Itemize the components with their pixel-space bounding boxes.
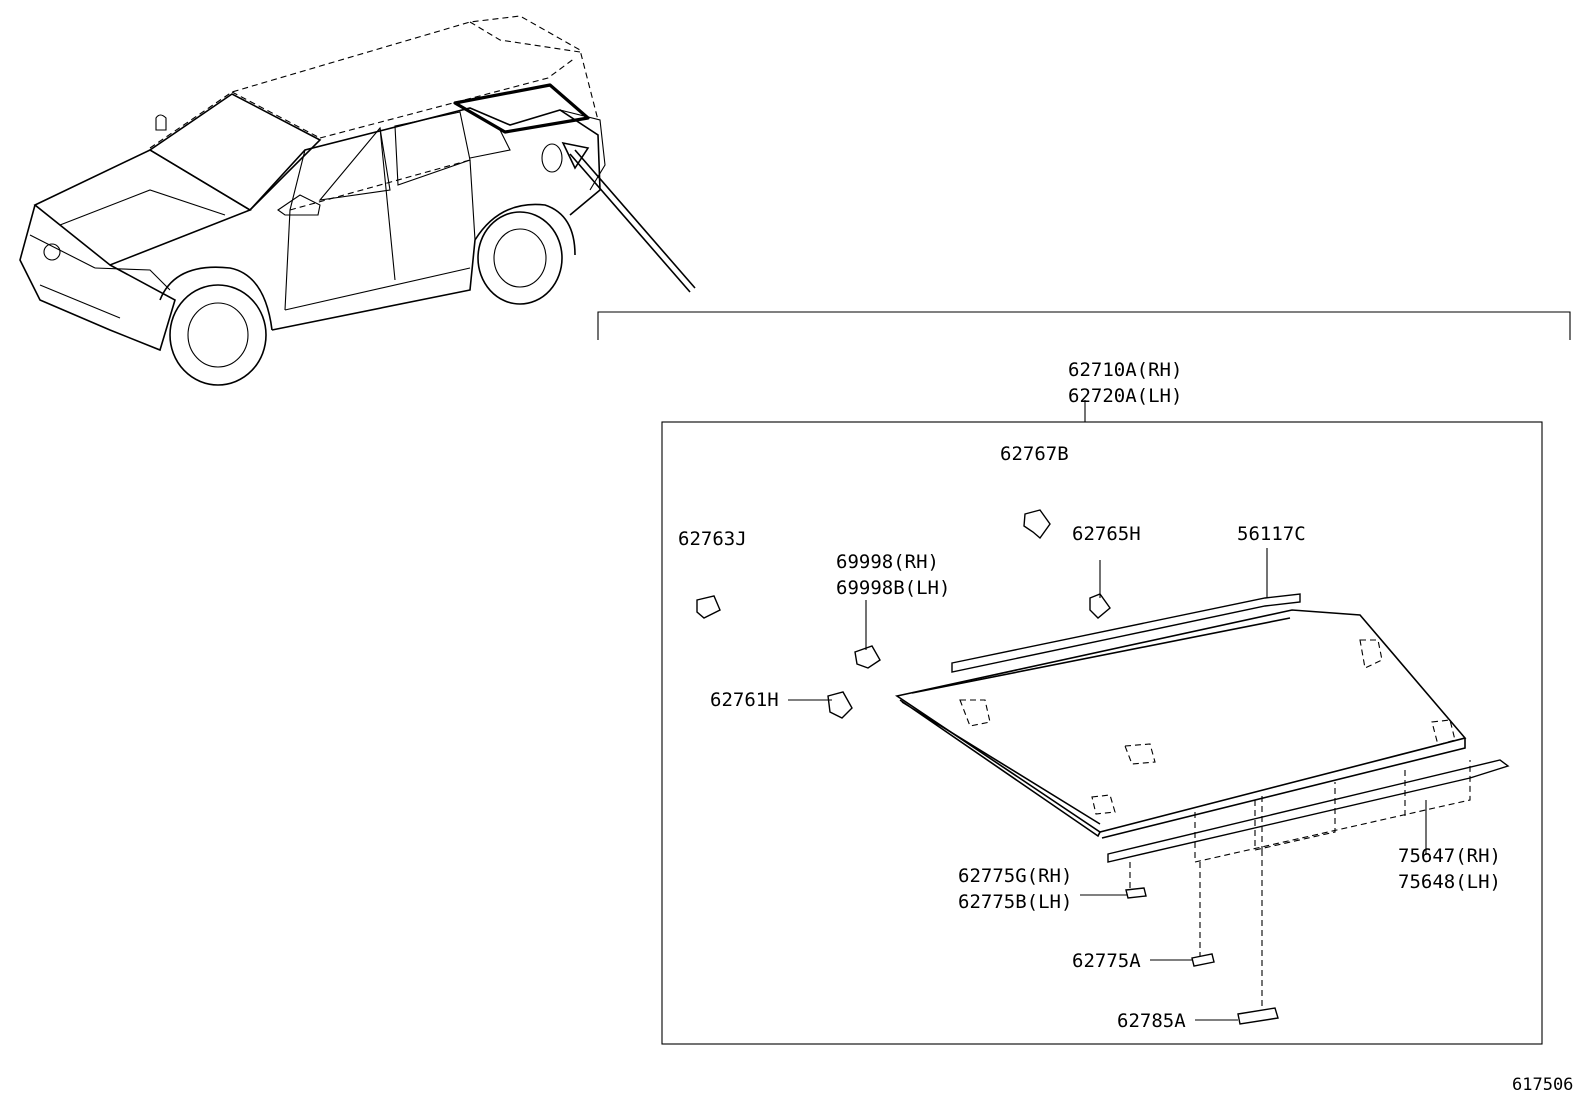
vehicle-illustration [19, 15, 696, 386]
upper-molding [951, 593, 1301, 673]
label-62765H: 62765H [1072, 523, 1141, 545]
clip-62761H-shape [827, 691, 853, 719]
lower-molding [1107, 759, 1510, 863]
label-69998-rh: 69998(RH) [836, 551, 939, 573]
clip-62785A-shape [1237, 1007, 1279, 1025]
clip-62775G-shape [1125, 887, 1147, 899]
mounting-guides [1129, 760, 1471, 1010]
label-75648-lh: 75648(LH) [1398, 871, 1501, 893]
assembly-bracket [597, 311, 1571, 422]
label-62763J: 62763J [678, 528, 747, 550]
label-62785A: 62785A [1117, 1010, 1186, 1032]
label-62710A: 62710A(RH) [1068, 359, 1182, 381]
label-62720A: 62720A(LH) [1068, 385, 1182, 407]
label-75647-rh: 75647(RH) [1398, 845, 1501, 867]
label-69998B-lh: 69998B(LH) [836, 577, 950, 599]
clip-62763J-shape [696, 595, 721, 619]
label-62761H: 62761H [710, 689, 779, 711]
label-62775G-rh: 62775G(RH) [958, 865, 1072, 887]
detail-frame [661, 421, 1543, 1045]
label-62767B: 62767B [1000, 443, 1069, 465]
quarter-glass-panel [894, 609, 1467, 839]
clip-62765H-shape [1089, 593, 1111, 619]
label-56117C: 56117C [1237, 523, 1306, 545]
label-62775A: 62775A [1072, 950, 1141, 972]
clip-62775A-shape [1191, 953, 1215, 967]
leader-lines [788, 548, 1427, 1021]
clip-62767B-shape [1023, 509, 1051, 540]
label-62775B-lh: 62775B(LH) [958, 891, 1072, 913]
diagram-id: 617506 [1512, 1075, 1573, 1095]
clip-69998-shape [854, 645, 881, 669]
